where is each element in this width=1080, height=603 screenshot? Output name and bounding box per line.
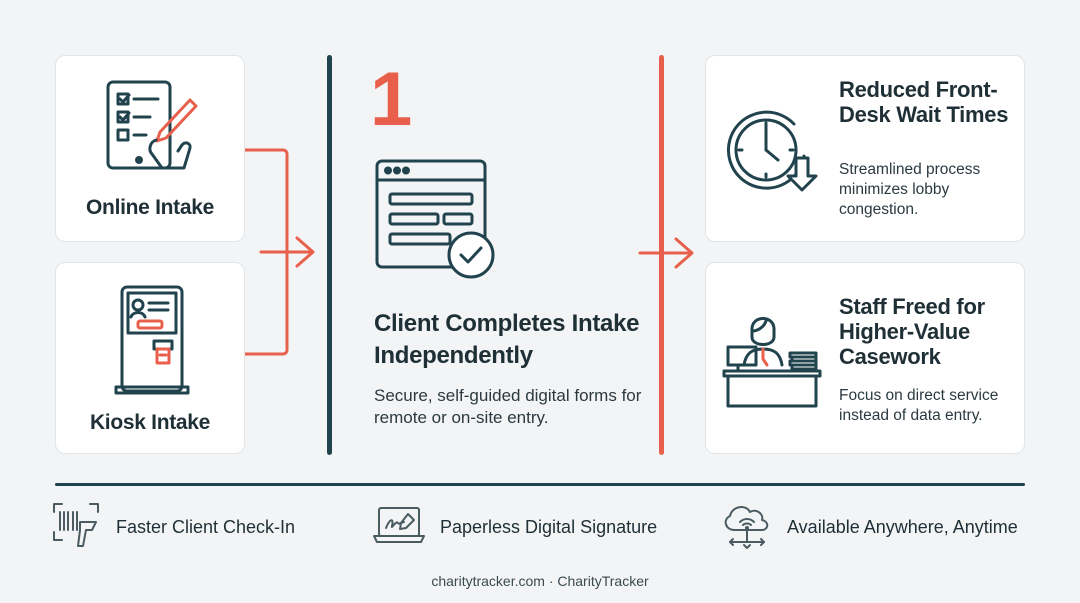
barcode-scanner-icon xyxy=(53,503,99,547)
online-intake-label: Online Intake xyxy=(86,196,214,219)
feature-signature-label: Paperless Digital Signature xyxy=(440,517,658,537)
center-left-divider xyxy=(327,55,332,455)
laptop-signature-icon xyxy=(373,507,425,543)
features-divider xyxy=(55,483,1025,486)
wait-times-title: Reduced Front-Desk Wait Times xyxy=(839,77,1009,127)
center-description: Secure, self-guided digital forms for re… xyxy=(374,386,642,427)
step-number: 1 xyxy=(370,57,413,142)
center-title: Client Completes Intake Independently xyxy=(374,310,640,369)
kiosk-icon xyxy=(114,285,190,395)
cloud-network-icon xyxy=(724,506,769,549)
clock-down-arrow-icon xyxy=(726,110,818,192)
kiosk-intake-label: Kiosk Intake xyxy=(89,411,211,434)
wait-times-card: Reduced Front-Desk Wait Times Streamline… xyxy=(705,55,1025,242)
feature-signature: Paperless Digital Signature xyxy=(372,500,672,552)
kiosk-intake-card: Kiosk Intake xyxy=(55,262,245,454)
tablet-checklist-icon xyxy=(106,80,198,170)
staff-freed-title: Staff Freed for Higher-Value Casework xyxy=(839,294,985,369)
feature-check-in-label: Faster Client Check-In xyxy=(116,517,296,537)
staff-freed-description: Focus on direct service instead of data … xyxy=(839,387,999,424)
wait-times-description: Streamlined process minimizes lobby cong… xyxy=(839,161,981,218)
left-connector-arrow xyxy=(245,148,315,356)
feature-anywhere-label: Available Anywhere, Anytime xyxy=(787,517,1018,537)
footer-credit: charitytracker.com · CharityTracker xyxy=(431,573,649,589)
right-connector-arrow xyxy=(638,237,694,269)
online-intake-card: Online Intake xyxy=(55,55,245,242)
staff-freed-card: Staff Freed for Higher-Value Casework Fo… xyxy=(705,262,1025,454)
staff-desk-icon xyxy=(722,317,822,408)
center-right-divider xyxy=(659,55,664,455)
feature-anywhere: Available Anywhere, Anytime xyxy=(720,500,1030,552)
web-form-check-icon xyxy=(375,159,495,279)
feature-check-in: Faster Client Check-In xyxy=(52,500,322,552)
